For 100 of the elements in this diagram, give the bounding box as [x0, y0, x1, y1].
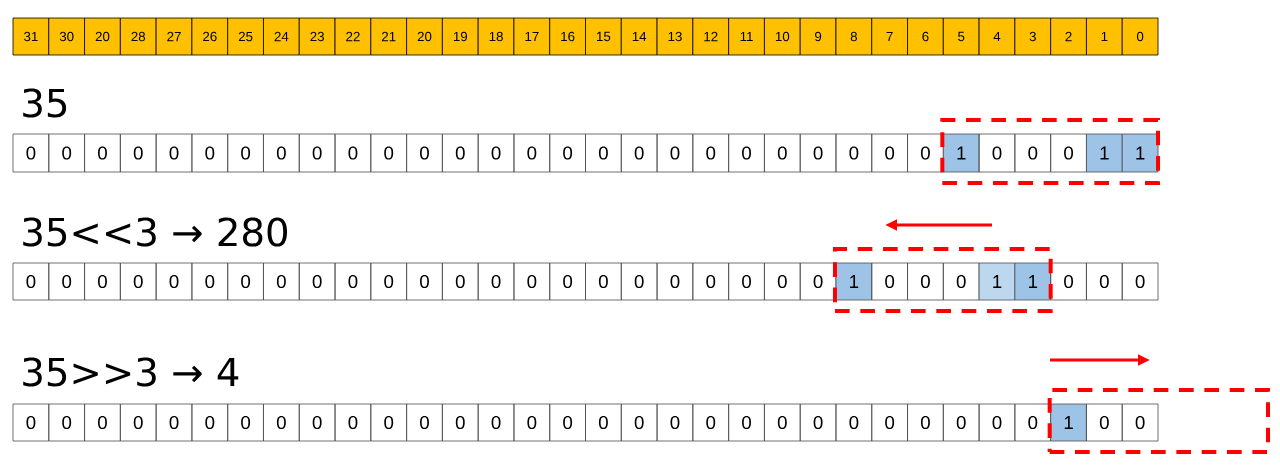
header-cell: 12 [692, 17, 730, 56]
bit-cell: 0 [227, 262, 264, 301]
bit-cell: 0 [119, 262, 157, 301]
bit-cell: 0 [1121, 262, 1159, 301]
header-cell: 14 [620, 17, 658, 56]
bit-cell: 1 [1050, 403, 1087, 442]
bit-cell: 0 [728, 262, 765, 301]
bit-cell: 0 [263, 133, 300, 173]
bit-cell: 0 [191, 262, 229, 301]
bit-cell: 0 [907, 403, 944, 442]
bit-cell: 0 [298, 262, 336, 301]
header-cell: 13 [656, 17, 694, 56]
header-cell: 28 [119, 17, 157, 56]
header-cell: 6 [907, 17, 944, 56]
bit-cell: 0 [84, 133, 121, 173]
bit-cell: 0 [764, 403, 801, 442]
header-cell: 31 [12, 17, 50, 56]
bit-cell: 1 [1086, 133, 1123, 173]
header-cell: 22 [334, 17, 372, 56]
bit-cell: 0 [692, 262, 730, 301]
bit-cell: 0 [942, 403, 980, 442]
bit-cell: 0 [799, 133, 837, 173]
bit-cell: 0 [656, 262, 694, 301]
bit-cell: 0 [549, 262, 586, 301]
bit-cell: 0 [692, 133, 730, 173]
header-cell: 4 [978, 17, 1016, 56]
bit-cell: 0 [728, 403, 765, 442]
bit-cell: 0 [155, 403, 193, 442]
bit-cell: 1 [1121, 133, 1159, 173]
header-cell: 3 [1014, 17, 1052, 56]
bit-cell: 0 [656, 403, 694, 442]
header-cell: 26 [191, 17, 229, 56]
bit-cell: 0 [585, 262, 622, 301]
header-cell: 25 [227, 17, 264, 56]
bit-cell: 0 [549, 403, 586, 442]
bit-cell: 0 [406, 133, 443, 173]
bit-cell: 0 [620, 262, 658, 301]
header-cell: 17 [513, 17, 551, 56]
bit-cell: 0 [334, 133, 372, 173]
bit-cell: 1 [1014, 262, 1052, 301]
header-cell: 9 [799, 17, 837, 56]
bit-cell: 0 [406, 262, 443, 301]
header-cell: 30 [48, 17, 85, 56]
bit-cell: 0 [1050, 262, 1087, 301]
header-cell: 11 [728, 17, 765, 56]
bit-cell: 0 [513, 403, 551, 442]
highlight-frame [832, 247, 1053, 313]
bit-cell: 0 [48, 403, 85, 442]
bit-cell: 0 [585, 403, 622, 442]
bit-cell: 0 [1086, 262, 1123, 301]
bit-cell: 0 [334, 262, 372, 301]
bit-cell: 0 [406, 403, 443, 442]
header-cell: 1 [1086, 17, 1123, 56]
bit-cell: 0 [84, 403, 121, 442]
bit-cell: 1 [978, 262, 1016, 301]
header-cell: 24 [263, 17, 300, 56]
bit-cell: 1 [942, 133, 980, 173]
heading-text: 35>>3 → 4 [23, 357, 239, 387]
header-cell: 21 [370, 17, 407, 56]
heading-text: 35<<3 → 280 [23, 217, 288, 247]
bit-cell: 1 [835, 262, 873, 301]
bit-cell: 0 [227, 133, 264, 173]
bit-cell: 0 [263, 262, 300, 301]
header-cell: 20 [84, 17, 121, 56]
header-cell: 18 [477, 17, 515, 56]
bit-cell: 0 [978, 133, 1016, 173]
bit-cell: 0 [12, 403, 50, 442]
header-cell: 10 [764, 17, 801, 56]
bit-cell: 0 [119, 133, 157, 173]
bit-cell: 0 [370, 403, 407, 442]
bit-cell: 0 [513, 133, 551, 173]
bit-cell: 0 [84, 262, 121, 301]
bit-cell: 0 [155, 262, 193, 301]
bit-cell: 0 [191, 403, 229, 442]
header-cell: 15 [585, 17, 622, 56]
bit-cell: 0 [692, 403, 730, 442]
bit-cell: 0 [370, 262, 407, 301]
bit-cell: 0 [978, 403, 1016, 442]
bit-cell: 0 [227, 403, 264, 442]
bit-cell: 0 [442, 403, 479, 442]
highlight-frame [1047, 388, 1270, 454]
header-cell: 23 [298, 17, 336, 56]
bit-cell: 0 [620, 133, 658, 173]
header-cell: 5 [942, 17, 980, 56]
bit-cell: 0 [871, 403, 908, 442]
bit-cell: 0 [48, 262, 85, 301]
bit-cell: 0 [1014, 133, 1052, 173]
bit-cell: 0 [764, 262, 801, 301]
header-cell: 19 [442, 17, 479, 56]
bit-cell: 0 [298, 403, 336, 442]
header-cell: 8 [835, 17, 873, 56]
bit-cell: 0 [799, 403, 837, 442]
bit-cell: 0 [907, 133, 944, 173]
bit-cell: 0 [334, 403, 372, 442]
header-cell: 7 [871, 17, 908, 56]
bit-cell: 0 [155, 133, 193, 173]
bit-cell: 0 [442, 262, 479, 301]
bit-cell: 0 [48, 133, 85, 173]
bit-cell: 0 [1014, 403, 1052, 442]
bit-cell: 0 [871, 262, 908, 301]
